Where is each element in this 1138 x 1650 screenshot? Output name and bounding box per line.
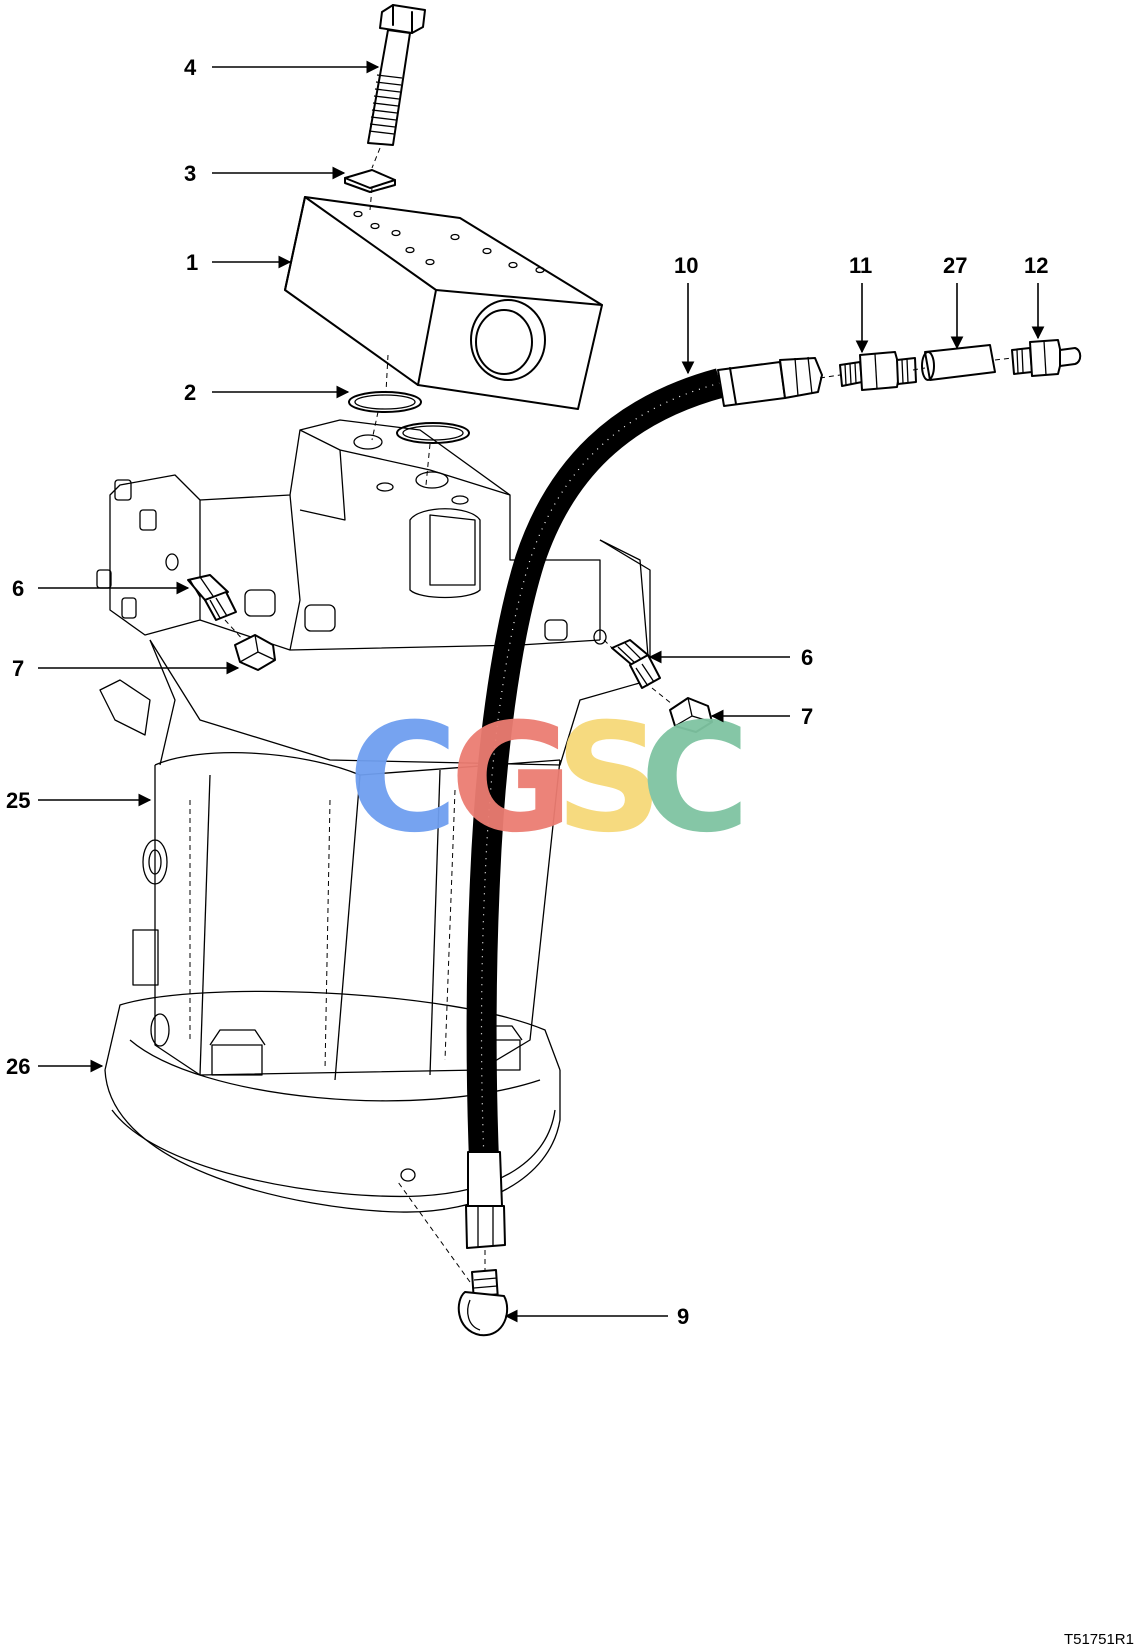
- callout-6-left: 6: [12, 576, 24, 601]
- o-rings-part-2: [348, 354, 470, 486]
- callout-27: 27: [943, 253, 967, 278]
- cap-part-7-left: [234, 634, 276, 671]
- callout-numbers: 4 3 1 2 6 7 25 26 6 7 9 10 11 27 12: [6, 55, 1048, 1329]
- callout-2: 2: [184, 380, 196, 405]
- motor-base-flange: [104, 929, 561, 1213]
- callout-11: 11: [849, 253, 872, 278]
- motor-valve-block: [96, 419, 607, 651]
- hose-part-10: [465, 356, 823, 1270]
- watermark: C G S C: [348, 692, 750, 866]
- washer-part-3: [344, 169, 396, 211]
- watermark-letter-3: S: [555, 692, 663, 866]
- watermark-letter-1: C: [348, 692, 458, 866]
- fitting-part-6-right: [603, 639, 673, 705]
- watermark-letter-2: G: [450, 692, 573, 866]
- callout-4: 4: [184, 55, 197, 80]
- fitting-part-12: [1011, 339, 1082, 377]
- callout-1: 1: [186, 250, 198, 275]
- valve-block-part-1: [284, 196, 603, 410]
- figure-reference: T51751R1: [1064, 1631, 1134, 1648]
- motor-housing: [99, 539, 651, 1081]
- bolt-part-4: [367, 4, 426, 169]
- callout-12: 12: [1024, 253, 1048, 278]
- callout-9: 9: [677, 1304, 689, 1329]
- watermark-letter-4: C: [640, 692, 750, 866]
- fitting-part-6-left: [187, 574, 246, 643]
- cap-part-7-right: [669, 697, 713, 733]
- elbow-fitting-part-9: [397, 1181, 509, 1337]
- callout-3: 3: [184, 161, 196, 186]
- sleeve-part-27: [819, 344, 1013, 381]
- callout-7-right: 7: [801, 704, 813, 729]
- callout-25: 25: [6, 788, 30, 813]
- leader-lines: [38, 60, 1045, 1323]
- callout-6-right: 6: [801, 645, 813, 670]
- callout-7-left: 7: [12, 656, 24, 681]
- callout-10: 10: [674, 253, 698, 278]
- callout-26: 26: [6, 1054, 30, 1079]
- adapter-part-11: [839, 351, 917, 391]
